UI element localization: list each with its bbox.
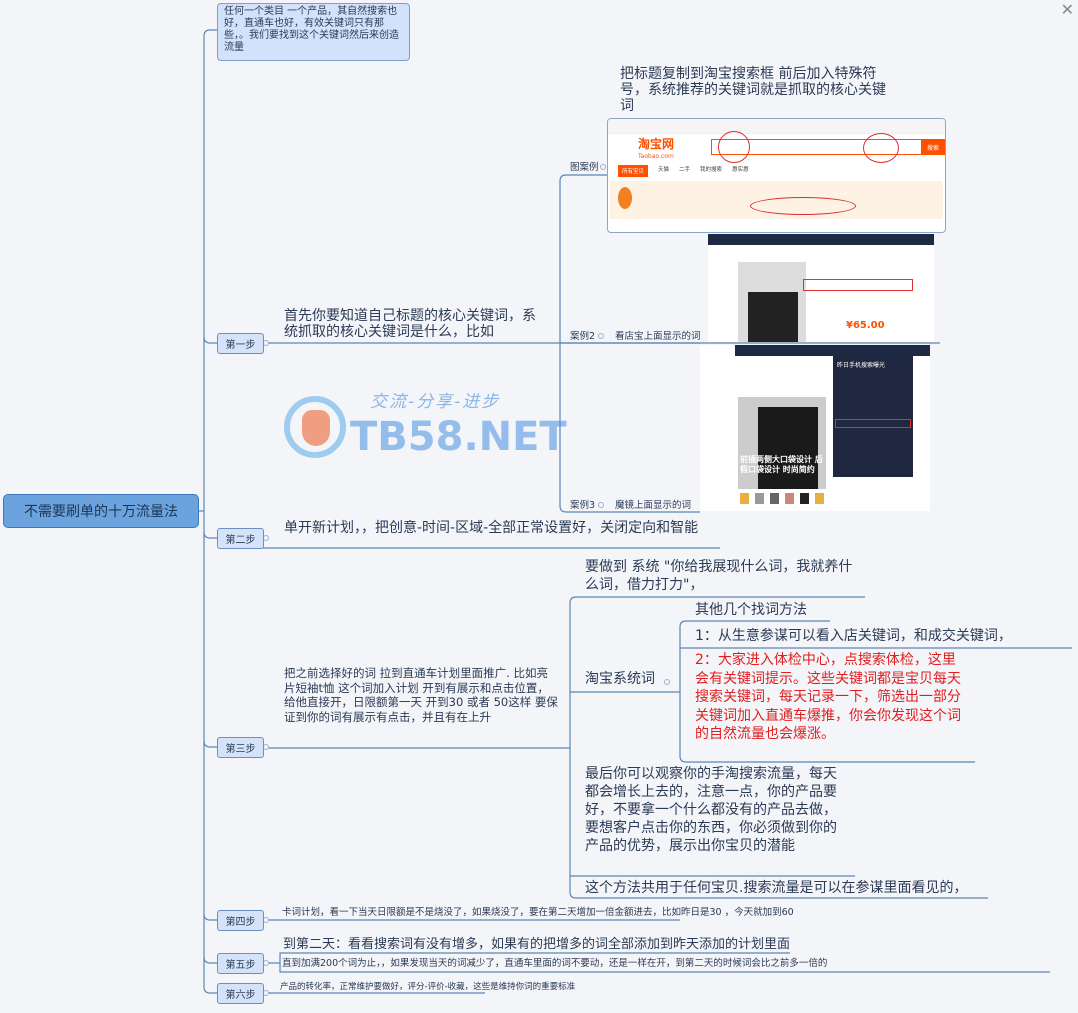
case-3-label[interactable]: 案例3 [570, 500, 596, 511]
watermark-slogan: 交流-分享-进步 [370, 392, 501, 412]
close-icon[interactable]: ✕ [1060, 0, 1074, 19]
method-2-text: 2：大家进入体检中心，点搜索体检，这里会有关键词提示。这些关键词都是宝贝每天搜索… [695, 652, 961, 742]
case-2-label[interactable]: 案例2 [570, 331, 596, 342]
step-3-text: 把之前选择好的词 拉到直通车计划里面推广. 比如亮片短袖t恤 这个词加入计划 开… [284, 666, 558, 724]
kandianbao-screenshot: ¥65.00 [708, 234, 934, 342]
taobao-logo: 淘宝网 [638, 137, 675, 151]
tab-my-search[interactable]: 我的搜索 [700, 167, 723, 173]
tab-secondhand[interactable]: 二手 [679, 167, 691, 173]
step-6-node[interactable]: 第六步 [217, 983, 264, 1004]
system-words-node[interactable]: 淘宝系统词 [585, 671, 655, 687]
suggestion-bar [610, 181, 943, 219]
taobao-domain: Taobao.com [638, 153, 674, 160]
watermark-site: TB58.NET [350, 414, 567, 460]
step-4-text: 卡词计划，看一下当天日限额是不是烧没了，如果烧没了，要在第二天增加一倍金额进去，… [282, 907, 794, 918]
applies-text: 这个方法共用于任何宝贝.搜索流量是可以在参谋里面看见的， [585, 880, 968, 896]
step-2-text: 单开新计划，，把创意-时间-区域-全部正常设置好，关闭定向和智能 [284, 520, 699, 536]
taobao-search-button[interactable]: 搜索 [921, 139, 945, 155]
step-1-node[interactable]: 第一步 [217, 333, 264, 354]
step-3-node[interactable]: 第三步 [217, 737, 264, 758]
red-circle-annotation [863, 133, 899, 163]
step-4-node[interactable]: 第四步 [217, 910, 264, 931]
step-6-text: 产品的转化率，正常维护要做好，评分-评价-收藏，这些是维持你词的重要标准 [280, 982, 576, 992]
taobao-search-screenshot: 淘宝网 Taobao.com 搜索 所有宝贝 天猫 二手 我的搜索 惠实惠 [607, 118, 946, 233]
case-1-label[interactable]: 图案例 [570, 162, 599, 173]
mascot-icon [618, 187, 632, 209]
red-circle-annotation [718, 131, 750, 163]
search-exposure-panel: 昨日手机搜索曝光 [833, 355, 913, 477]
goal-text: 要做到 系统 "你给我展现什么词，我就养什么词，借力打力"， [585, 559, 853, 593]
tab-tmall[interactable]: 天猫 [658, 167, 670, 173]
mojing-screenshot: 前插两侧大口袋设计 后假口袋设计 时尚简约 昨日手机搜索曝光 [700, 345, 930, 511]
root-node[interactable]: 不需要刷单的十万流量法 [3, 494, 199, 528]
red-circle-annotation [750, 197, 856, 215]
case-3-text: 魔镜上面显示的词 [615, 500, 692, 511]
step-5-text: 到第二天：看看搜索词有没有增多，如果有的把增多的词全部添加到昨天添加的计划里面 [283, 937, 791, 952]
tab-deals[interactable]: 惠实惠 [732, 167, 749, 173]
observe-text: 最后你可以观察你的手淘搜索流量，每天都会增长上去的，注意一点，你的产品要好，不要… [585, 766, 837, 854]
product-caption: 前插两侧大口袋设计 后假口袋设计 时尚简约 [740, 455, 823, 474]
other-methods-text: 其他几个找词方法 [695, 602, 807, 618]
red-box-annotation [803, 279, 913, 291]
step-2-node[interactable]: 第二步 [217, 528, 264, 549]
method-1-text: 1：从生意参谋可以看入店关键词，和成交关键词， [695, 628, 1012, 644]
step-1-text: 首先你要知道自己标题的核心关键词，系统抓取的核心关键词是什么，比如 [284, 308, 536, 340]
watermark-logo [284, 396, 346, 458]
case-1-caption: 把标题复制到淘宝搜索框 前后加入特殊符号，系统推荐的关键词就是抓取的核心关键词 [620, 66, 886, 114]
case-2-text: 看店宝上面显示的词 [615, 331, 701, 342]
panel-title: 昨日手机搜索曝光 [837, 362, 886, 369]
price: ¥65.00 [846, 320, 885, 331]
top-note: 任何一个类目 一个产品，其自然搜索也好，直通车也好，有效关键词只有那些，。我们要… [217, 3, 410, 61]
step-5-node[interactable]: 第五步 [217, 953, 264, 974]
step-5-text-2: 直到加满200个词为止，，如果发现当天的词减少了，直通车里面的词不要动，还是一样… [282, 958, 828, 969]
tab-all[interactable]: 所有宝贝 [618, 165, 649, 177]
